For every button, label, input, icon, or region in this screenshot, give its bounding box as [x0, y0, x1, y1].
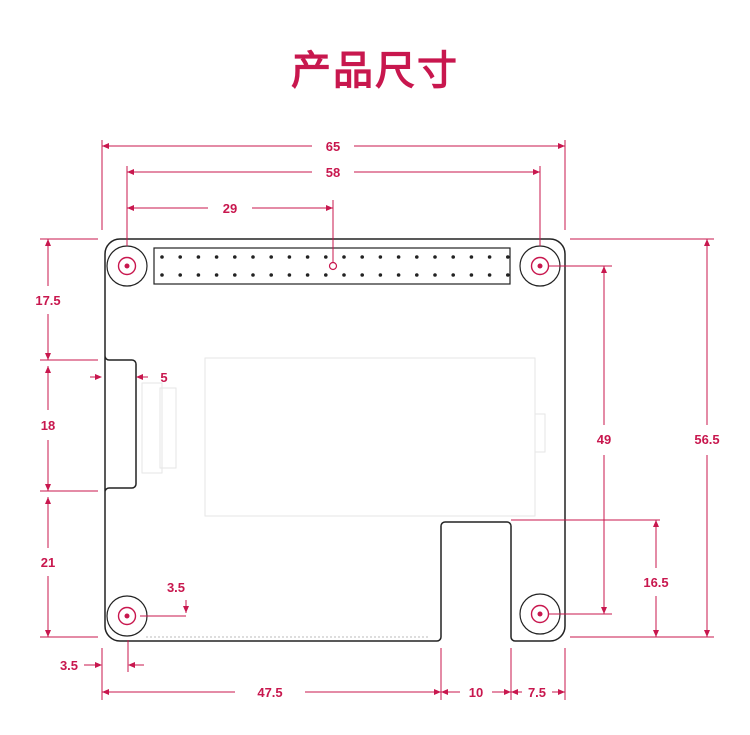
gpio-pin	[396, 273, 401, 277]
dim-notch-height: 18	[41, 418, 55, 433]
dim-cutout-height: 16.5	[643, 575, 668, 590]
gpio-pin	[451, 255, 456, 259]
gpio-pin	[324, 273, 328, 277]
dim-hole-spacing-x: 58	[326, 165, 340, 180]
gpio-pin	[178, 273, 182, 277]
dim-total-height: 56.5	[694, 432, 719, 447]
dim-left-bottom: 21	[41, 555, 55, 570]
gpio-pin	[251, 273, 255, 277]
dim-hole-spacing-y: 49	[597, 432, 611, 447]
gpio-pin	[378, 273, 383, 277]
gpio-pin	[251, 255, 255, 259]
gpio-pins	[160, 255, 510, 277]
gpio-pin	[287, 255, 292, 259]
gpio-pin	[506, 255, 510, 259]
gpio-pin	[342, 273, 346, 277]
gpio-pin	[360, 273, 365, 277]
component-outlines	[141, 357, 546, 517]
gpio-pin	[269, 273, 274, 277]
dim-header-center: 29	[223, 201, 237, 216]
gpio-pin	[451, 273, 456, 277]
gpio-pin	[469, 273, 474, 277]
dim-total-width: 65	[326, 139, 340, 154]
page-title: 产品尺寸	[291, 48, 459, 94]
gpio-pin	[196, 273, 201, 277]
arrowheads	[45, 143, 710, 695]
gpio-pin	[214, 255, 219, 259]
gpio-pin	[233, 255, 237, 259]
gpio-pin	[415, 273, 419, 277]
gpio-pin	[324, 255, 328, 259]
gpio-pin	[360, 255, 365, 259]
gpio-pin	[396, 255, 401, 259]
gpio-pin	[433, 273, 437, 277]
gpio-pin	[287, 273, 292, 277]
gpio-pin	[178, 255, 182, 259]
gpio-pin	[160, 255, 164, 259]
board-outline	[104, 238, 566, 642]
gpio-pin	[487, 273, 492, 277]
dim-hole-offset-x: 3.5	[60, 658, 78, 673]
gpio-pin	[342, 255, 346, 259]
mounting-hole-top-left	[106, 245, 148, 287]
gpio-pin	[469, 255, 474, 259]
dimension-lines	[40, 140, 714, 700]
gpio-pin	[415, 255, 419, 259]
gpio-pin	[233, 273, 237, 277]
dim-notch-depth: 5	[160, 370, 167, 385]
dim-left-top: 17.5	[35, 293, 60, 308]
gpio-pin	[305, 255, 310, 259]
dim-cutout-width: 10	[469, 685, 483, 700]
dim-hole-offset-y: 3.5	[167, 580, 185, 595]
gpio-header	[153, 247, 511, 285]
dim-bottom-left: 47.5	[257, 685, 282, 700]
dim-bottom-right: 7.5	[528, 685, 546, 700]
gpio-pin	[160, 273, 164, 277]
gpio-pin	[487, 255, 492, 259]
gpio-pin	[196, 255, 201, 259]
gpio-pin	[378, 255, 383, 259]
gpio-pin	[214, 273, 219, 277]
gpio-pin	[305, 273, 310, 277]
gpio-pin	[433, 255, 437, 259]
gpio-pin	[269, 255, 274, 259]
gpio-pin	[506, 273, 510, 277]
